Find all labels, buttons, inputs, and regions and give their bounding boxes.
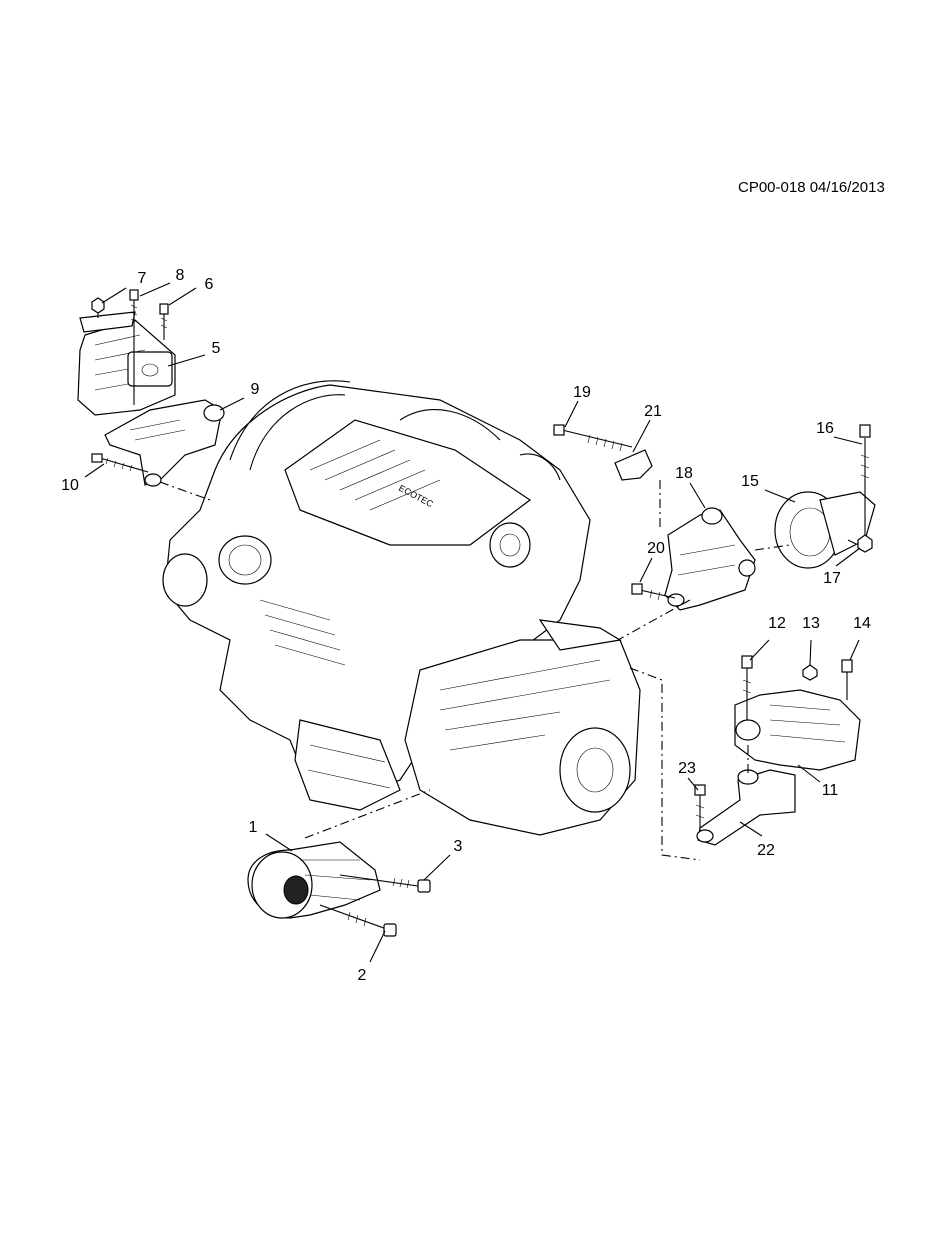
callout-7: 7 — [137, 270, 147, 287]
callout-21: 21 — [644, 403, 662, 420]
callout-18: 18 — [675, 465, 693, 482]
callout-12: 12 — [768, 615, 786, 632]
callout-13: 13 — [802, 615, 820, 632]
callout-10: 10 — [61, 477, 79, 494]
callout-22: 22 — [757, 842, 775, 859]
callout-14: 14 — [853, 615, 871, 632]
mount-arm-lower — [694, 769, 796, 846]
engine-assembly — [162, 380, 591, 811]
transmission-mount-lower — [247, 841, 431, 937]
engine-mount-right — [774, 424, 876, 569]
callout-1: 1 — [248, 819, 258, 836]
engine-mount-bracket — [104, 399, 225, 487]
callout-leaders — [84, 282, 863, 963]
callout-20: 20 — [647, 540, 665, 557]
transmission-assembly — [404, 619, 641, 836]
transmission-mount-upper — [734, 655, 861, 771]
callout-6: 6 — [204, 276, 214, 293]
diagram-reference-code: CP00-018 04/16/2013 — [738, 179, 885, 196]
callout-5: 5 — [211, 340, 221, 357]
alignment-lines — [159, 480, 859, 861]
callout-3: 3 — [453, 838, 463, 855]
callout-17: 17 — [823, 570, 841, 587]
bolt-set-upper — [91, 289, 169, 473]
callout-16: 16 — [816, 420, 834, 437]
mount-bracket-right — [553, 424, 756, 611]
callout-19: 19 — [573, 384, 591, 401]
callout-15: 15 — [741, 473, 759, 490]
callout-9: 9 — [250, 381, 260, 398]
engine-mount-upper — [77, 311, 176, 416]
callout-23: 23 — [678, 760, 696, 777]
callout-11: 11 — [821, 782, 839, 799]
callout-8: 8 — [175, 267, 185, 284]
callout-2: 2 — [357, 967, 367, 984]
